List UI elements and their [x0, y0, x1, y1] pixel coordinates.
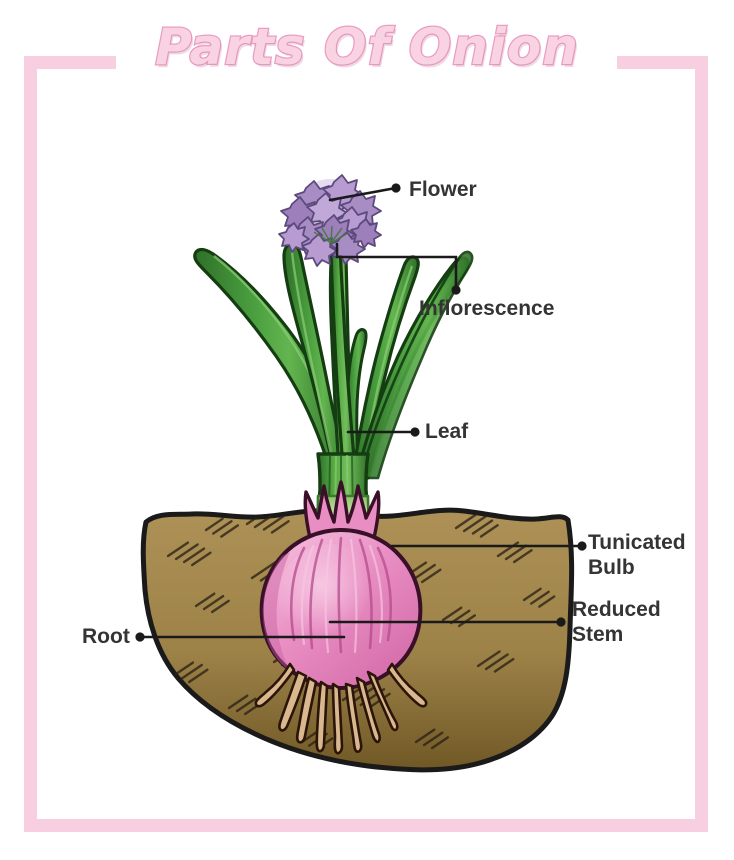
frame-right-segment: [695, 56, 708, 832]
leader-line-inflorescence: [335, 242, 458, 290]
onion-leaves: [193, 230, 474, 540]
bulb-scale-lines: [289, 536, 393, 654]
label-leaf: Leaf: [425, 420, 469, 443]
callout-leader-dots: [135, 183, 587, 642]
page-title: Parts Of Onion: [154, 17, 579, 78]
leader-line-flower: [328, 186, 398, 202]
frame-bottom-segment: [24, 819, 708, 832]
label-inflorescence: Inflorescence: [419, 297, 555, 320]
label-root: Root: [82, 625, 130, 648]
leader-dot-inflorescence: [451, 285, 461, 295]
frame-top-left-segment: [24, 56, 116, 69]
flower-umbel: [278, 174, 382, 267]
leader-dot-tunicated-bulb: [577, 541, 587, 551]
callout-leader-lines: [139, 186, 583, 639]
leader-dot-reduced-stem: [556, 617, 566, 627]
frame-left-segment: [24, 56, 37, 832]
leader-dot-flower: [391, 183, 401, 193]
label-tunicated-bulb: Tunicated Bulb: [588, 531, 686, 579]
label-reduced-stem: Reduced Stem: [572, 598, 661, 646]
frame-top-right-segment: [617, 56, 708, 69]
leader-dot-leaf: [410, 427, 420, 437]
leader-dot-root: [135, 632, 145, 642]
onion-roots: [254, 662, 428, 755]
label-flower: Flower: [409, 178, 477, 201]
tunicated-bulb: [259, 480, 423, 690]
